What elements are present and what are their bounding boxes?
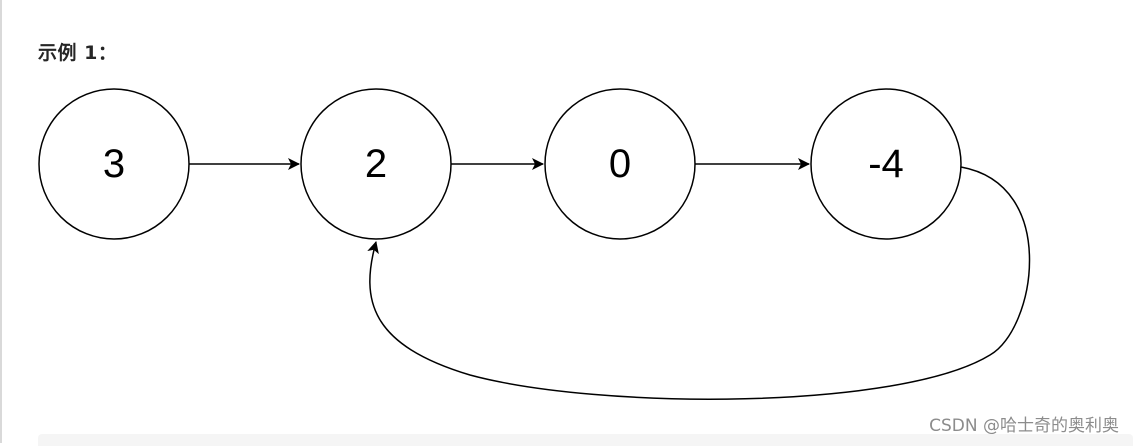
csdn-watermark: CSDN @哈士奇的奥利奥 — [929, 416, 1119, 436]
node-value: 0 — [609, 142, 631, 186]
node-circle — [810, 88, 962, 240]
edge-cycle-arrow-3-to-1 — [367, 166, 1031, 400]
list-node-0: 3 — [38, 88, 190, 240]
list-node-2: 0 — [544, 88, 696, 240]
node-value: -4 — [868, 142, 904, 186]
node-value: 2 — [365, 142, 387, 186]
node-value: 3 — [103, 142, 125, 186]
example-heading: 示例 1： — [38, 42, 118, 64]
list-node-3: -4 — [810, 88, 962, 240]
content-left-border — [0, 0, 2, 443]
list-node-1: 2 — [300, 88, 452, 240]
